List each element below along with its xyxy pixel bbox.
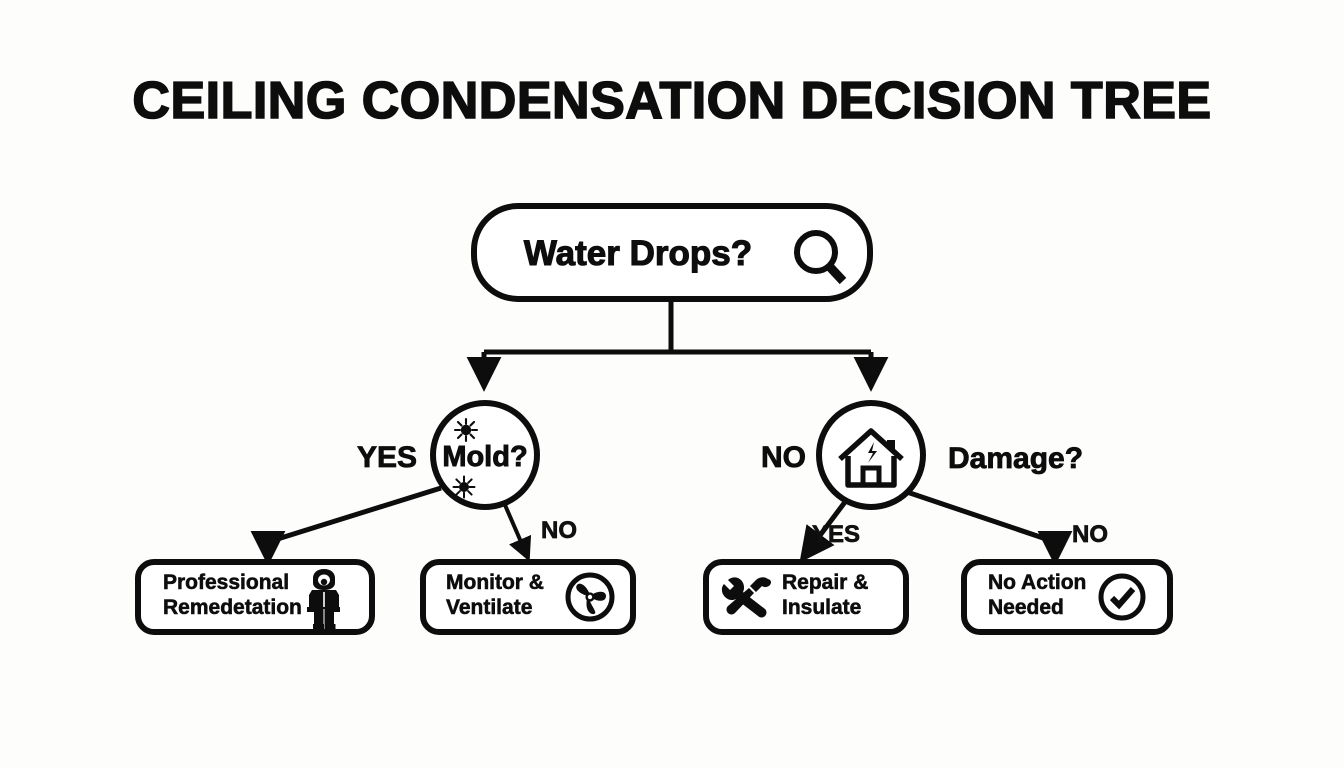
outcome-shape-no-action-needed xyxy=(961,559,1173,635)
root-node-label: Water Drops? xyxy=(524,234,752,273)
outcome-line1-professional-remedetation: Professional xyxy=(163,571,289,594)
wrench-hammer-icon xyxy=(721,577,772,618)
decision-node-mold[interactable]: Mold? xyxy=(430,400,540,510)
root-node-water-drops[interactable]: Water Drops? xyxy=(471,203,873,302)
outcome-line2-repair-insulate: Insulate xyxy=(782,596,861,619)
connector-damage-no xyxy=(906,489,1073,566)
page-title: CEILING CONDENSATION DECISION TREE xyxy=(132,72,1211,130)
root-node-shape xyxy=(471,203,873,302)
outcome-monitor-ventilate[interactable]: Monitor & Ventilate xyxy=(420,559,636,635)
edge-label-damage-yes: YES xyxy=(812,521,860,548)
outcome-line1-monitor-ventilate: Monitor & xyxy=(446,571,544,594)
connector-damage-yes xyxy=(799,500,847,563)
outcome-line2-no-action-needed: Needed xyxy=(988,596,1064,619)
connector-mold-no xyxy=(503,504,532,562)
connector-mold-yes xyxy=(250,485,442,566)
outcome-repair-insulate[interactable]: Repair & Insulate xyxy=(703,559,909,635)
edge-label-damage-in: NO xyxy=(761,441,806,474)
damaged-house-icon xyxy=(838,428,904,488)
outcome-line2-monitor-ventilate: Ventilate xyxy=(446,596,532,619)
outcome-professional-remedetation[interactable]: Professional Remedetation xyxy=(135,559,375,635)
search-icon xyxy=(794,230,847,285)
edge-label-damage-no: NO xyxy=(1072,521,1108,548)
mold-node-label: Mold? xyxy=(442,441,527,473)
connector-root-split xyxy=(466,299,889,392)
damage-node-shape xyxy=(816,400,926,510)
outcome-shape-repair-insulate xyxy=(703,559,909,635)
outcome-line1-repair-insulate: Repair & xyxy=(782,571,868,594)
mold-spore-icon xyxy=(452,417,479,499)
damage-node-label: Damage? xyxy=(948,442,1083,475)
edge-label-mold-yes: YES xyxy=(357,441,417,474)
fan-icon xyxy=(565,572,615,622)
outcome-line1-no-action-needed: No Action xyxy=(988,571,1086,594)
decision-node-damage[interactable] xyxy=(816,400,926,510)
edge-label-mold-no: NO xyxy=(541,517,577,544)
check-circle-icon xyxy=(1098,573,1146,621)
outcome-line2-professional-remedetation: Remedetation xyxy=(163,596,302,619)
outcome-no-action-needed[interactable]: No Action Needed xyxy=(961,559,1173,635)
hazmat-worker-icon xyxy=(307,569,340,629)
